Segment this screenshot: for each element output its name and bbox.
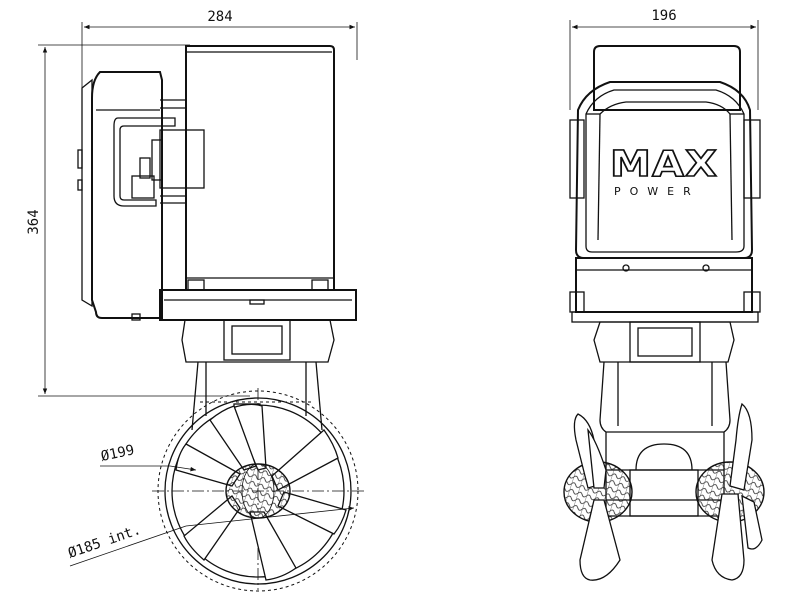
dim-outer-diameter-label: Ø199	[100, 442, 136, 465]
front-view: 196 MAX POWER	[563, 8, 765, 581]
hub-side	[225, 463, 291, 519]
logo-sub-text: POWER	[614, 185, 700, 198]
base-block	[571, 257, 759, 323]
gear-leg	[181, 319, 335, 590]
motor-front	[593, 45, 741, 111]
dim-front-width-label: 196	[651, 8, 676, 24]
dim-inner-diameter-label: Ø185 int.	[66, 522, 143, 562]
propeller-front	[573, 402, 763, 581]
dim-front-width: 196	[569, 8, 759, 110]
logo-main-text: MAX	[610, 144, 718, 185]
control-box	[77, 71, 205, 321]
mounting-flange	[159, 289, 357, 321]
dim-side-width-label: 284	[207, 9, 232, 25]
dim-height: 364	[26, 44, 250, 397]
propeller-side	[175, 403, 347, 581]
dim-height-label: 364	[26, 209, 42, 234]
motor-housing	[185, 45, 335, 291]
dim-side-width: 284	[81, 9, 358, 88]
max-power-logo: MAX POWER	[609, 143, 718, 198]
side-view: 284 364	[26, 9, 366, 592]
